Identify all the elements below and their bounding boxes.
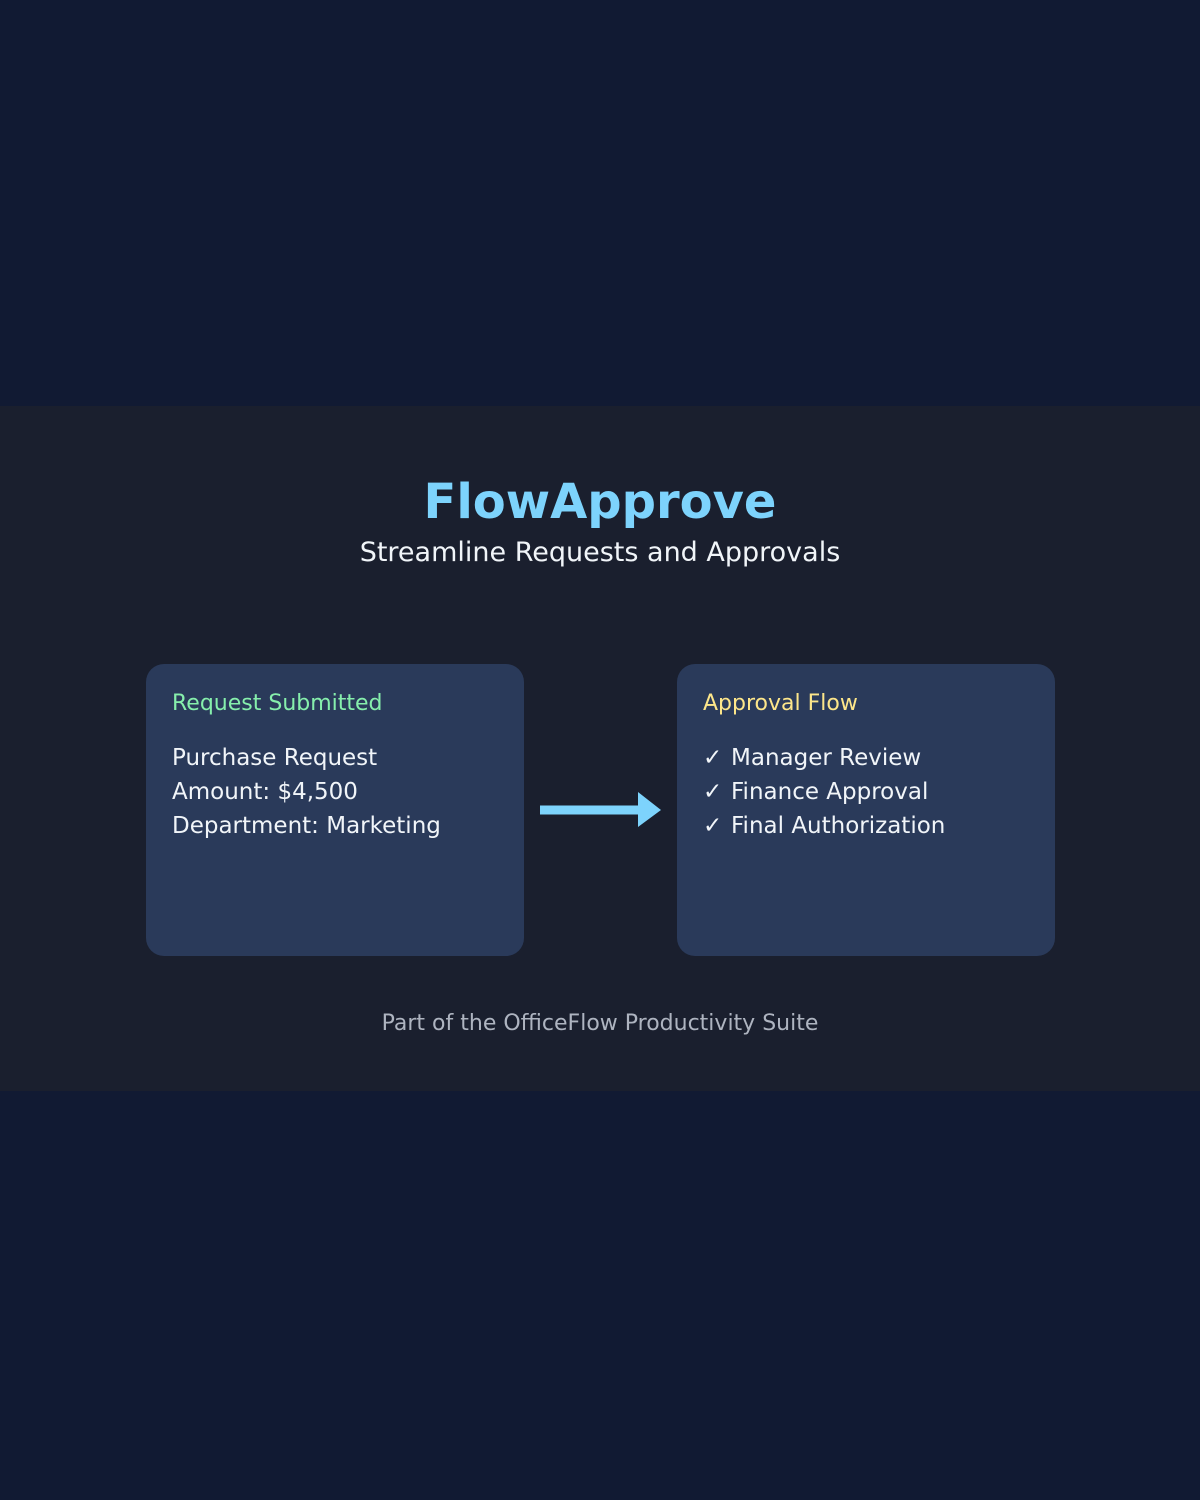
approval-step: ✓ Finance Approval <box>703 775 1029 809</box>
request-submitted-card: Request Submitted Purchase Request Amoun… <box>146 664 524 956</box>
approval-step-label: Manager Review <box>731 745 922 771</box>
approval-step: ✓ Manager Review <box>703 741 1029 775</box>
app-title: FlowApprove <box>423 474 777 530</box>
footer-text: Part of the OfficeFlow Productivity Suit… <box>381 1011 819 1036</box>
checkmark-icon: ✓ <box>703 745 723 771</box>
request-department: Department: Marketing <box>172 813 441 839</box>
request-type: Purchase Request <box>172 745 378 771</box>
approval-step-label: Finance Approval <box>731 779 929 805</box>
approval-step-label: Final Authorization <box>731 813 946 839</box>
approval-card-heading: Approval Flow <box>703 691 858 716</box>
approval-step: ✓ Final Authorization <box>703 809 1029 843</box>
checkmark-icon: ✓ <box>703 779 723 805</box>
request-amount: Amount: $4,500 <box>172 779 358 805</box>
request-card-heading: Request Submitted <box>172 691 383 716</box>
arrow-right-icon <box>540 792 661 827</box>
approval-flow-card: Approval Flow ✓ Manager Review ✓ Finance A… <box>677 664 1055 956</box>
checkmark-icon: ✓ <box>703 813 723 839</box>
app-subtitle: Streamline Requests and Approvals <box>359 537 841 568</box>
